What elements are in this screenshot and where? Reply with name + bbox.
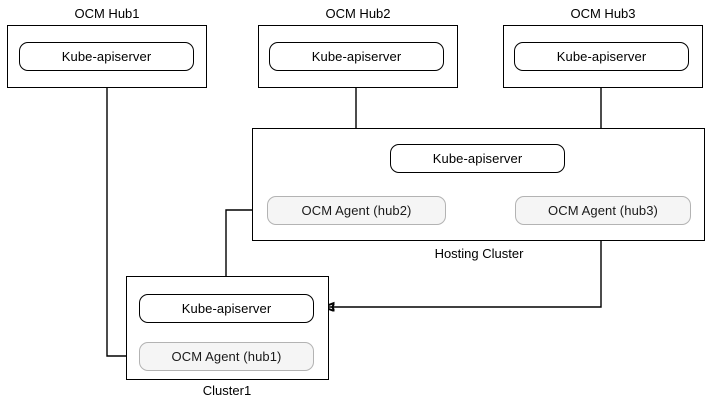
hub2-caption: OCM Hub2 — [325, 6, 391, 21]
hosting-cluster-kube-apiserver[interactable]: Kube-apiserver — [390, 144, 565, 173]
hub3-caption: OCM Hub3 — [570, 6, 636, 21]
cluster1-caption: Cluster1 — [202, 383, 252, 398]
hub1-caption: OCM Hub1 — [74, 6, 140, 21]
hub1-kube-apiserver[interactable]: Kube-apiserver — [19, 42, 194, 71]
cluster1-kube-apiserver[interactable]: Kube-apiserver — [139, 294, 314, 323]
hosting-cluster-agent-hub2[interactable]: OCM Agent (hub2) — [267, 196, 446, 225]
edge-agent-hub1-to-hub1-apiserver — [107, 76, 128, 357]
hub3-kube-apiserver[interactable]: Kube-apiserver — [514, 42, 689, 71]
hosting-cluster-agent-hub3[interactable]: OCM Agent (hub3) — [515, 196, 691, 225]
hub2-kube-apiserver[interactable]: Kube-apiserver — [269, 42, 444, 71]
hosting-cluster-caption: Hosting Cluster — [434, 246, 524, 261]
cluster1-agent-hub1[interactable]: OCM Agent (hub1) — [139, 342, 314, 371]
